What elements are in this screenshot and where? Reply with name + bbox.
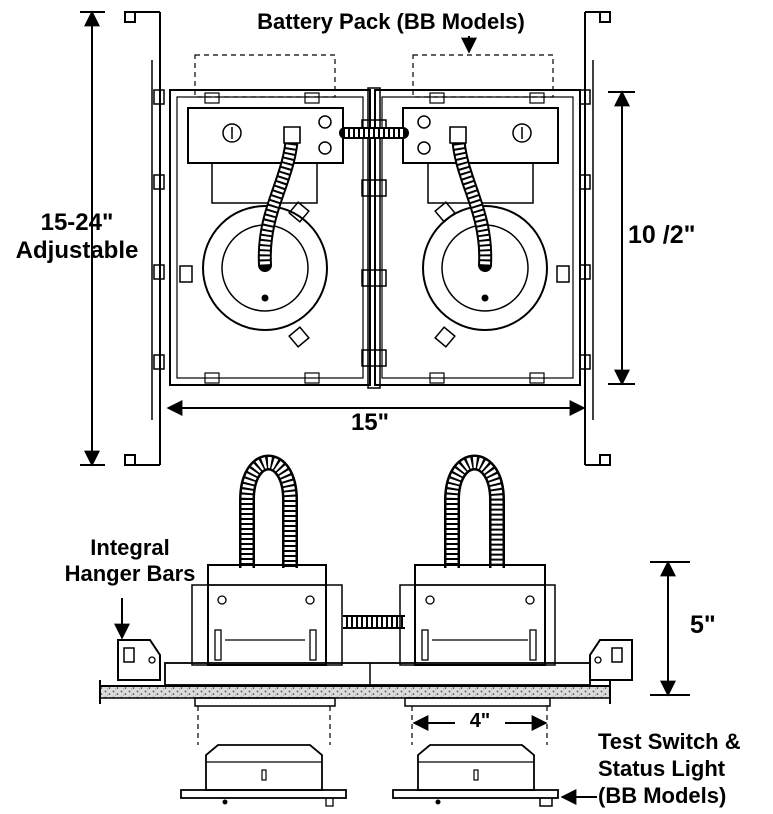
height-side-label: 5" bbox=[690, 611, 716, 639]
side-view bbox=[99, 454, 633, 807]
hanger-bars-label-line2: Hanger Bars bbox=[64, 561, 196, 586]
ceiling-section bbox=[100, 686, 610, 698]
junction-box-left bbox=[187, 107, 344, 164]
hanger-bars-label-line1: Integral bbox=[90, 535, 170, 560]
height-top-label: 10 /2" bbox=[628, 221, 696, 249]
test-switch-label-line3: (BB Models) bbox=[598, 783, 727, 808]
width-top-label: 15" bbox=[350, 409, 390, 436]
lamp-housing-left bbox=[202, 205, 328, 331]
right-hanger-bar-side bbox=[589, 639, 633, 681]
flex-conduit-top bbox=[257, 126, 493, 272]
adjustable-value-label: 15-24" bbox=[40, 209, 114, 236]
right-fixture-side bbox=[399, 564, 556, 666]
right-frame-top bbox=[374, 89, 581, 386]
left-hanger-bar-side bbox=[117, 639, 161, 681]
test-switch-label-line2: Status Light bbox=[598, 756, 726, 781]
left-trim-below bbox=[180, 744, 347, 807]
frame-base-side bbox=[164, 662, 591, 686]
left-fixture-side bbox=[191, 564, 343, 666]
flex-conduit-side bbox=[239, 454, 505, 629]
right-trim-below bbox=[392, 744, 559, 807]
lamp-housing-right bbox=[422, 205, 548, 331]
test-switch-device bbox=[539, 798, 553, 807]
top-dimension-lines bbox=[80, 10, 635, 467]
adjustable-word-label: Adjustable bbox=[15, 237, 139, 264]
aperture-label: 4" bbox=[455, 710, 505, 733]
test-switch-label-line1: Test Switch & bbox=[598, 729, 741, 754]
right-hanger-bracket-top bbox=[579, 11, 611, 466]
battery-pack-label: Battery Pack (BB Models) bbox=[257, 9, 525, 34]
top-view bbox=[124, 11, 611, 466]
left-hanger-bracket-top bbox=[124, 11, 165, 466]
